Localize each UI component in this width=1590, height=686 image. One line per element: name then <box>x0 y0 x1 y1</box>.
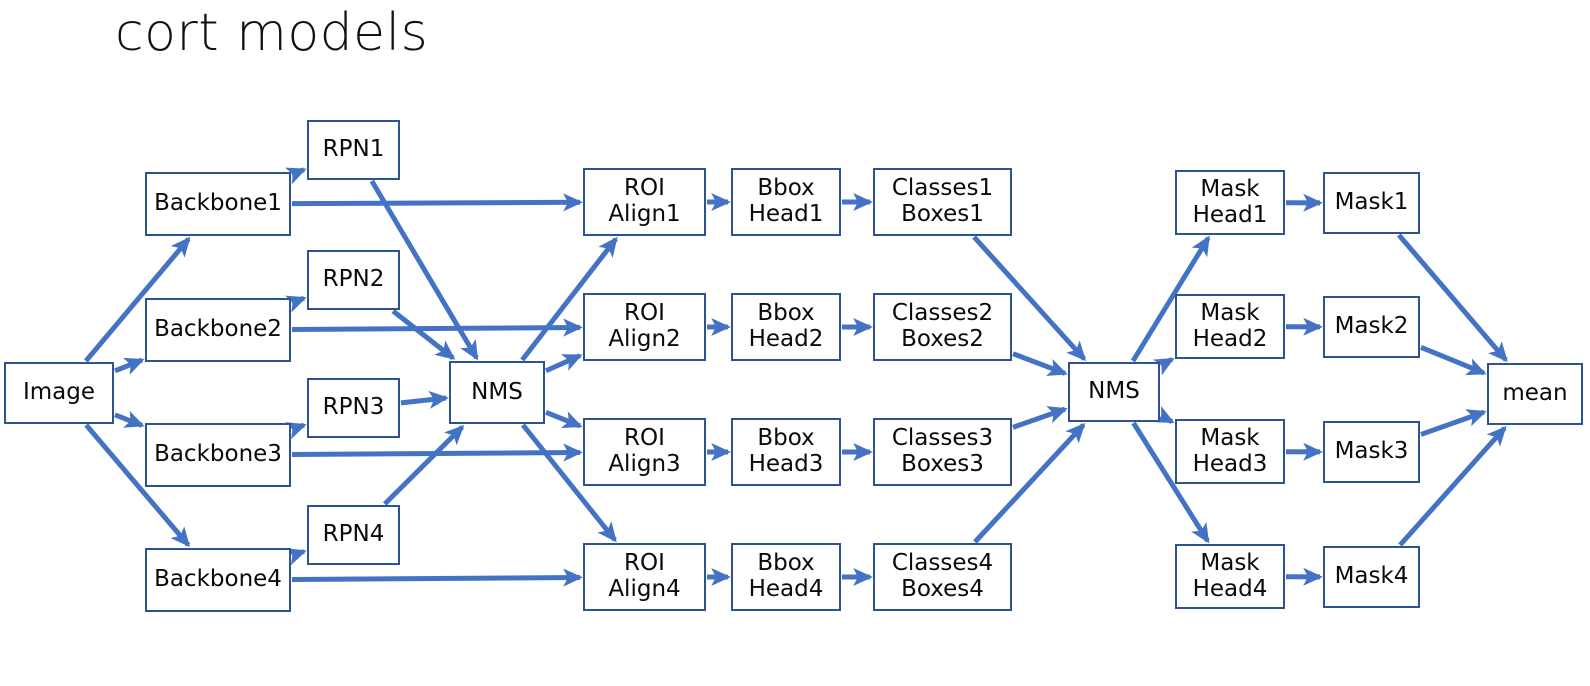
node-cb4[interactable]: Classes4 Boxes4 <box>873 543 1012 611</box>
edge-rpn2-to-nms1 <box>391 309 456 360</box>
node-maskhead1[interactable]: Mask Head1 <box>1175 170 1285 235</box>
edge-rpn3-to-nms1 <box>400 390 449 409</box>
node-roialign3[interactable]: ROI Align3 <box>583 418 706 486</box>
edge-backbone4-to-roialign4 <box>291 568 583 587</box>
page-title: cort models <box>115 3 429 63</box>
edge-image-to-backbone3 <box>114 410 145 428</box>
edge-mask2-to-mean <box>1420 344 1487 376</box>
edge-backbone1-to-rpn1 <box>285 167 307 185</box>
node-backbone1[interactable]: Backbone1 <box>145 172 291 236</box>
node-backbone4[interactable]: Backbone4 <box>145 548 291 612</box>
node-maskhead3[interactable]: Mask Head3 <box>1175 419 1285 484</box>
node-nms2[interactable]: NMS <box>1068 362 1160 422</box>
edge-cb2-to-nms2 <box>1012 351 1068 376</box>
node-roialign4[interactable]: ROI Align4 <box>583 543 706 611</box>
edge-backbone2-to-roialign2 <box>291 318 583 337</box>
node-maskhead2[interactable]: Mask Head2 <box>1175 294 1285 359</box>
edge-cb3-to-nms2 <box>1012 406 1068 430</box>
node-rpn2[interactable]: RPN2 <box>307 250 400 310</box>
node-bboxhead3[interactable]: Bbox Head3 <box>731 418 841 486</box>
edge-nms1-to-roialign2 <box>544 353 583 374</box>
node-mask2[interactable]: Mask2 <box>1323 296 1420 358</box>
edge-nms2-to-maskhead2 <box>1152 357 1175 376</box>
node-cb3[interactable]: Classes3 Boxes3 <box>873 418 1012 486</box>
node-backbone3[interactable]: Backbone3 <box>145 423 291 487</box>
edge-image-to-backbone2 <box>114 357 145 375</box>
node-roialign2[interactable]: ROI Align2 <box>583 293 706 361</box>
edge-backbone1-to-roialign1 <box>291 193 583 212</box>
edge-mask3-to-mean <box>1420 409 1487 437</box>
node-rpn3[interactable]: RPN3 <box>307 378 400 438</box>
node-nms1[interactable]: NMS <box>449 361 545 424</box>
node-bboxhead1[interactable]: Bbox Head1 <box>731 168 841 236</box>
node-mean[interactable]: mean <box>1487 363 1583 425</box>
node-maskhead4[interactable]: Mask Head4 <box>1175 544 1285 609</box>
edge-nms2-to-maskhead3 <box>1152 406 1175 424</box>
edge-backbone2-to-rpn2 <box>285 295 307 313</box>
edge-backbone4-to-rpn4 <box>285 548 307 566</box>
node-bboxhead4[interactable]: Bbox Head4 <box>731 543 841 611</box>
node-mask1[interactable]: Mask1 <box>1323 172 1420 234</box>
node-roialign1[interactable]: ROI Align1 <box>583 168 706 236</box>
node-image[interactable]: Image <box>4 362 114 424</box>
edge-backbone3-to-rpn3 <box>285 422 307 440</box>
node-cb1[interactable]: Classes1 Boxes1 <box>873 168 1012 236</box>
node-rpn1[interactable]: RPN1 <box>307 120 400 180</box>
node-mask3[interactable]: Mask3 <box>1323 421 1420 483</box>
node-backbone2[interactable]: Backbone2 <box>145 298 291 362</box>
node-bboxhead2[interactable]: Bbox Head2 <box>731 293 841 361</box>
node-cb2[interactable]: Classes2 Boxes2 <box>873 293 1012 361</box>
node-rpn4[interactable]: RPN4 <box>307 505 400 565</box>
edge-backbone3-to-roialign3 <box>291 443 583 462</box>
edge-nms1-to-roialign3 <box>545 409 583 429</box>
edge-rpn4-to-nms1 <box>382 424 465 506</box>
node-mask4[interactable]: Mask4 <box>1323 546 1420 608</box>
